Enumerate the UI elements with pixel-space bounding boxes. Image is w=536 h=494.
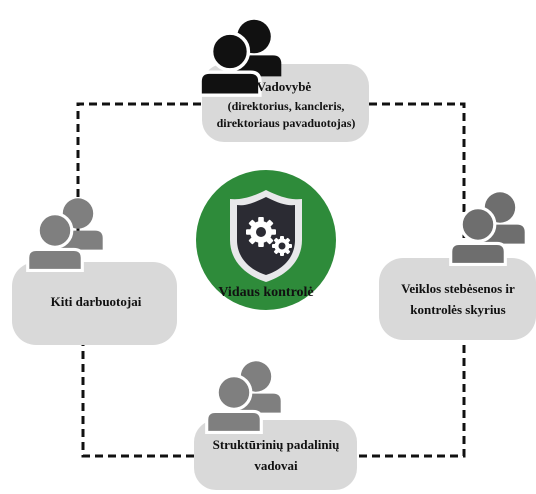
node-top-subtitle-1: (direktorius, kancleris, <box>228 99 345 113</box>
center-label: Vidaus kontrolė <box>218 285 313 300</box>
connector-top-right <box>369 102 466 262</box>
shield-gears-icon <box>230 190 302 282</box>
node-right-people-icon <box>449 192 525 266</box>
node-bottom-title-2: vadovai <box>254 458 298 473</box>
connector-bottom-left <box>81 345 194 458</box>
connector-bottom-right <box>357 345 466 458</box>
node-bottom-box <box>194 420 357 490</box>
node-right-title-1: Veiklos stebėsenos ir <box>401 281 515 296</box>
node-right-title-2: kontrolės skyrius <box>410 302 505 317</box>
node-bottom-title-1: Struktūrinių padalinių <box>213 437 340 452</box>
node-left-people-icon <box>26 198 103 272</box>
node-top-title: Vadovybė <box>257 79 312 94</box>
node-top-subtitle-2: direktoriaus pavaduotojas) <box>217 116 356 130</box>
node-left-box <box>12 262 177 345</box>
node-right-box <box>379 258 536 340</box>
node-left-title: Kiti darbuotojai <box>51 294 142 309</box>
